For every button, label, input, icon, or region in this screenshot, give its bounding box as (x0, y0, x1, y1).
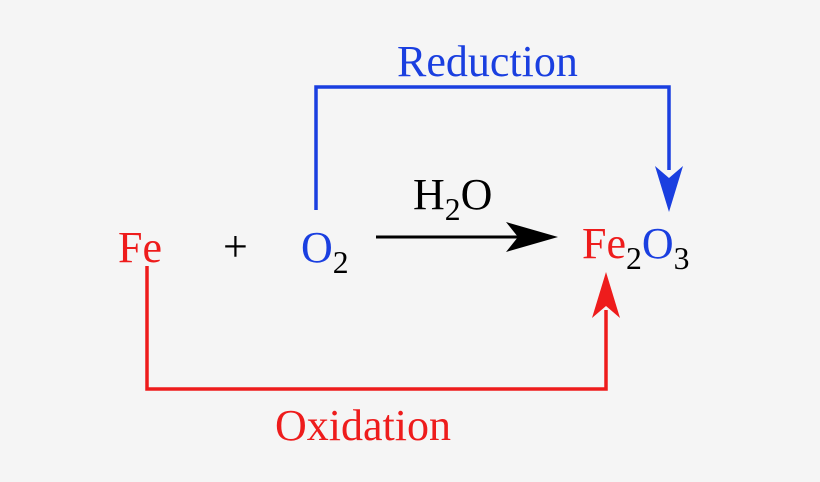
reactant-fe: Fe (118, 223, 162, 272)
oxidation-bracket-line (145, 266, 608, 391)
o2-subscript: 2 (332, 245, 349, 281)
reactant-o2: O2 (301, 223, 349, 279)
reduction-arrowhead (655, 166, 683, 212)
o-subscript: 3 (673, 241, 690, 277)
fe-subscript: 2 (626, 241, 642, 277)
product-fe2o3: Fe2O3 (582, 219, 689, 275)
reduction-label: Reduction (397, 37, 578, 86)
reaction-arrowhead (506, 222, 558, 252)
oxidation-label: Oxidation (275, 401, 451, 450)
condition-h2o: H2O (413, 170, 493, 226)
plus-sign: + (223, 222, 248, 271)
o2-symbol: O (301, 223, 333, 272)
fe-symbol: Fe (582, 219, 626, 268)
oxidation-arrowhead (592, 272, 620, 318)
o-symbol: O (641, 219, 674, 268)
reduction-bracket-line (314, 85, 671, 210)
o-symbol: O (460, 170, 493, 219)
h-symbol: H (413, 170, 445, 219)
h-subscript: 2 (444, 192, 461, 228)
